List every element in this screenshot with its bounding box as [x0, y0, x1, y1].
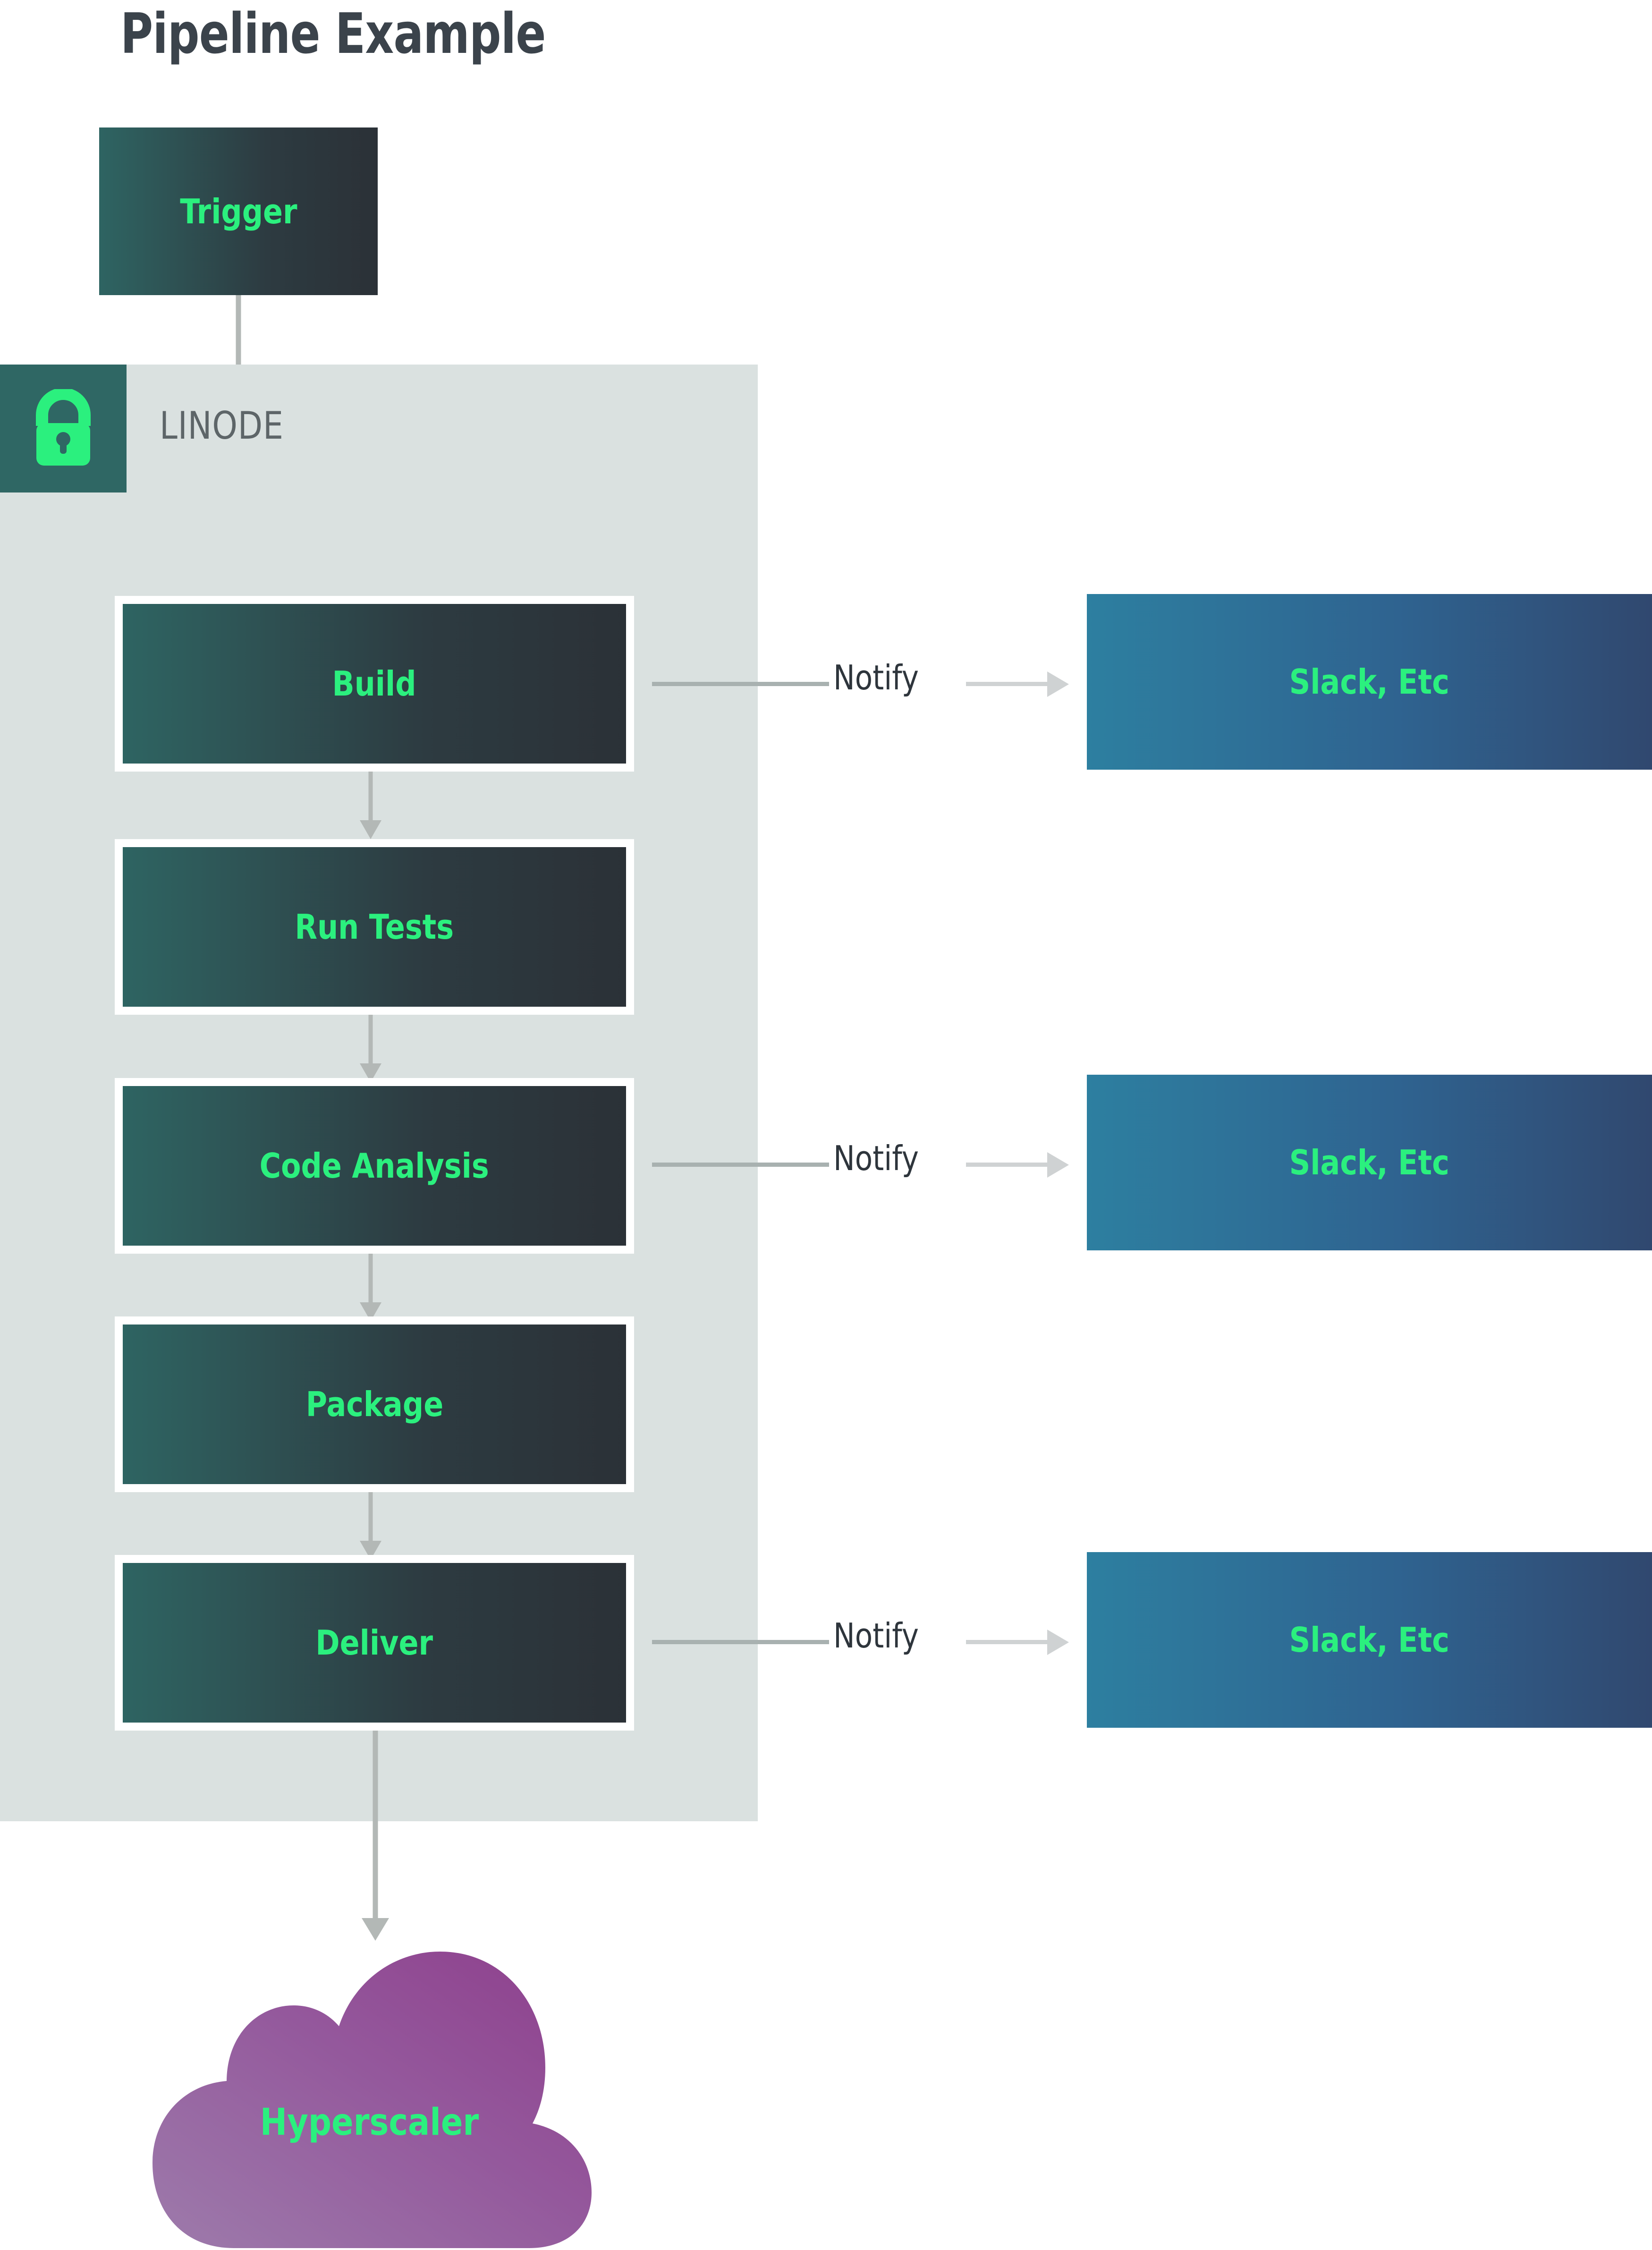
arrow-build-to-run-tests — [345, 772, 397, 840]
stage-label: Run Tests — [295, 907, 454, 947]
arrow-package-to-deliver — [345, 1492, 397, 1561]
arrow-run-tests-to-code-analysis — [345, 1015, 397, 1083]
notify-line-segment — [966, 682, 1049, 686]
notify-target-box-3[interactable]: Slack, Etc — [1087, 1552, 1652, 1728]
notify-target-box-2[interactable]: Slack, Etc — [1087, 1075, 1652, 1250]
notify-line-segment — [966, 1163, 1049, 1167]
notify-target-box-1[interactable]: Slack, Etc — [1087, 594, 1652, 770]
lock-icon — [36, 389, 91, 466]
notify-arrowhead-icon — [1047, 1152, 1069, 1178]
stage-label: Package — [305, 1384, 443, 1424]
stage-box-package[interactable]: Package — [115, 1316, 634, 1492]
notify-line-segment — [652, 1640, 829, 1644]
linode-boundary-label: LINODE — [160, 404, 284, 448]
linode-lock-badge — [0, 365, 127, 492]
notify-arrowhead-icon — [1047, 1630, 1069, 1655]
trigger-box[interactable]: Trigger — [99, 127, 378, 295]
notify-line-segment — [652, 682, 829, 686]
notify-target-label: Slack, Etc — [1289, 1143, 1450, 1182]
arrow-deliver-to-hyperscaler — [349, 1731, 401, 1943]
stage-box-deliver[interactable]: Deliver — [115, 1555, 634, 1731]
stage-label: Build — [332, 664, 417, 704]
cloud-shape-icon — [152, 1952, 592, 2248]
stage-label: Deliver — [315, 1623, 433, 1663]
hyperscaler-label: Hyperscaler — [260, 2101, 479, 2144]
stage-label: Code Analysis — [259, 1146, 490, 1186]
notify-arrowhead-icon — [1047, 671, 1069, 697]
notify-target-label: Slack, Etc — [1289, 662, 1450, 702]
hyperscaler-cloud[interactable]: Hyperscaler — [139, 1934, 600, 2248]
trigger-label: Trigger — [179, 191, 297, 231]
notify-line-segment — [966, 1640, 1049, 1644]
stage-box-code-analysis[interactable]: Code Analysis — [115, 1078, 634, 1254]
notify-label: Notify — [833, 1138, 919, 1178]
stage-box-build[interactable]: Build — [115, 596, 634, 772]
stage-box-run-tests[interactable]: Run Tests — [115, 839, 634, 1015]
page-title: Pipeline Example — [120, 1, 546, 66]
notify-line-segment — [652, 1163, 829, 1167]
notify-label: Notify — [833, 1616, 919, 1656]
arrow-code-analysis-to-package — [345, 1254, 397, 1322]
notify-label: Notify — [833, 658, 919, 697]
notify-target-label: Slack, Etc — [1289, 1620, 1450, 1660]
